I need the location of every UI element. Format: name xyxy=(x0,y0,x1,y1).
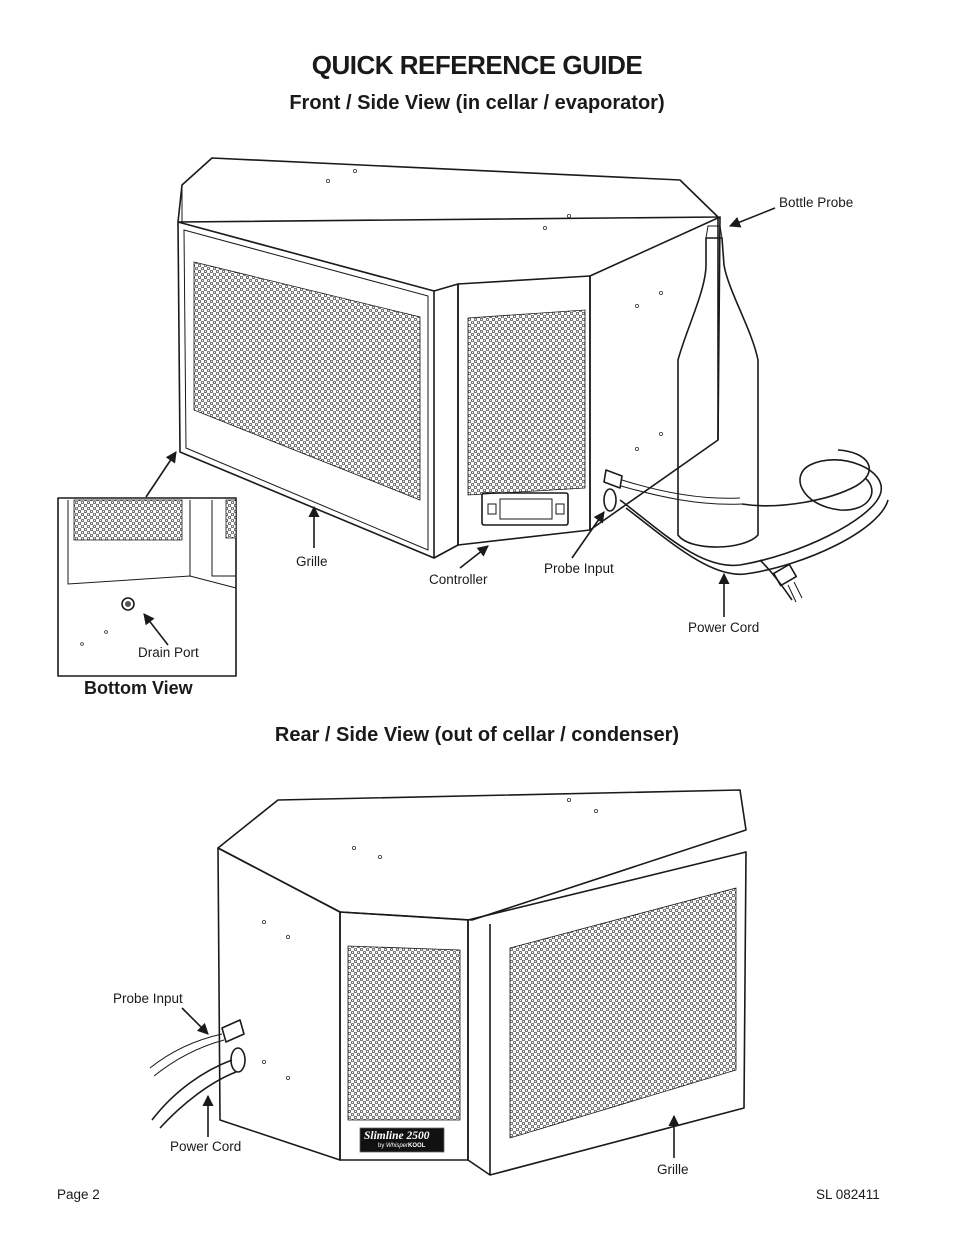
badge-model: Slimline 2500 xyxy=(364,1130,430,1142)
bottom-view-inset xyxy=(57,497,237,677)
badge-by: by xyxy=(378,1143,385,1149)
label-rear-probe-input: Probe Input xyxy=(113,991,183,1006)
label-front-grille: Grille xyxy=(296,554,328,569)
badge-brand-b: KOOL xyxy=(408,1143,426,1149)
front-unit xyxy=(177,157,889,603)
front-callout-arrows xyxy=(145,207,776,617)
footer-doc-code: SL 082411 xyxy=(816,1187,880,1202)
badge-brand: by WhisperKOOL xyxy=(378,1143,425,1149)
label-drain-port: Drain Port xyxy=(138,645,199,660)
slimline-badge xyxy=(359,1127,445,1153)
badge-brand-a: Whisper xyxy=(386,1143,409,1149)
label-rear-grille: Grille xyxy=(657,1162,689,1177)
label-front-probe-input: Probe Input xyxy=(544,561,614,576)
label-bottle-probe: Bottle Probe xyxy=(779,195,854,210)
footer-page-number: Page 2 xyxy=(57,1187,100,1202)
label-rear-power-cord: Power Cord xyxy=(170,1139,242,1154)
bottom-view-caption: Bottom View xyxy=(84,678,193,698)
front-view-heading: Front / Side View (in cellar / evaporato… xyxy=(289,92,665,114)
label-controller: Controller xyxy=(429,572,488,587)
page-title: QUICK REFERENCE GUIDE xyxy=(311,50,643,80)
rear-callout-arrows xyxy=(181,1007,680,1158)
rear-view-heading: Rear / Side View (out of cellar / conden… xyxy=(274,724,680,746)
rear-unit xyxy=(149,789,747,1176)
label-front-power-cord: Power Cord xyxy=(688,620,760,635)
